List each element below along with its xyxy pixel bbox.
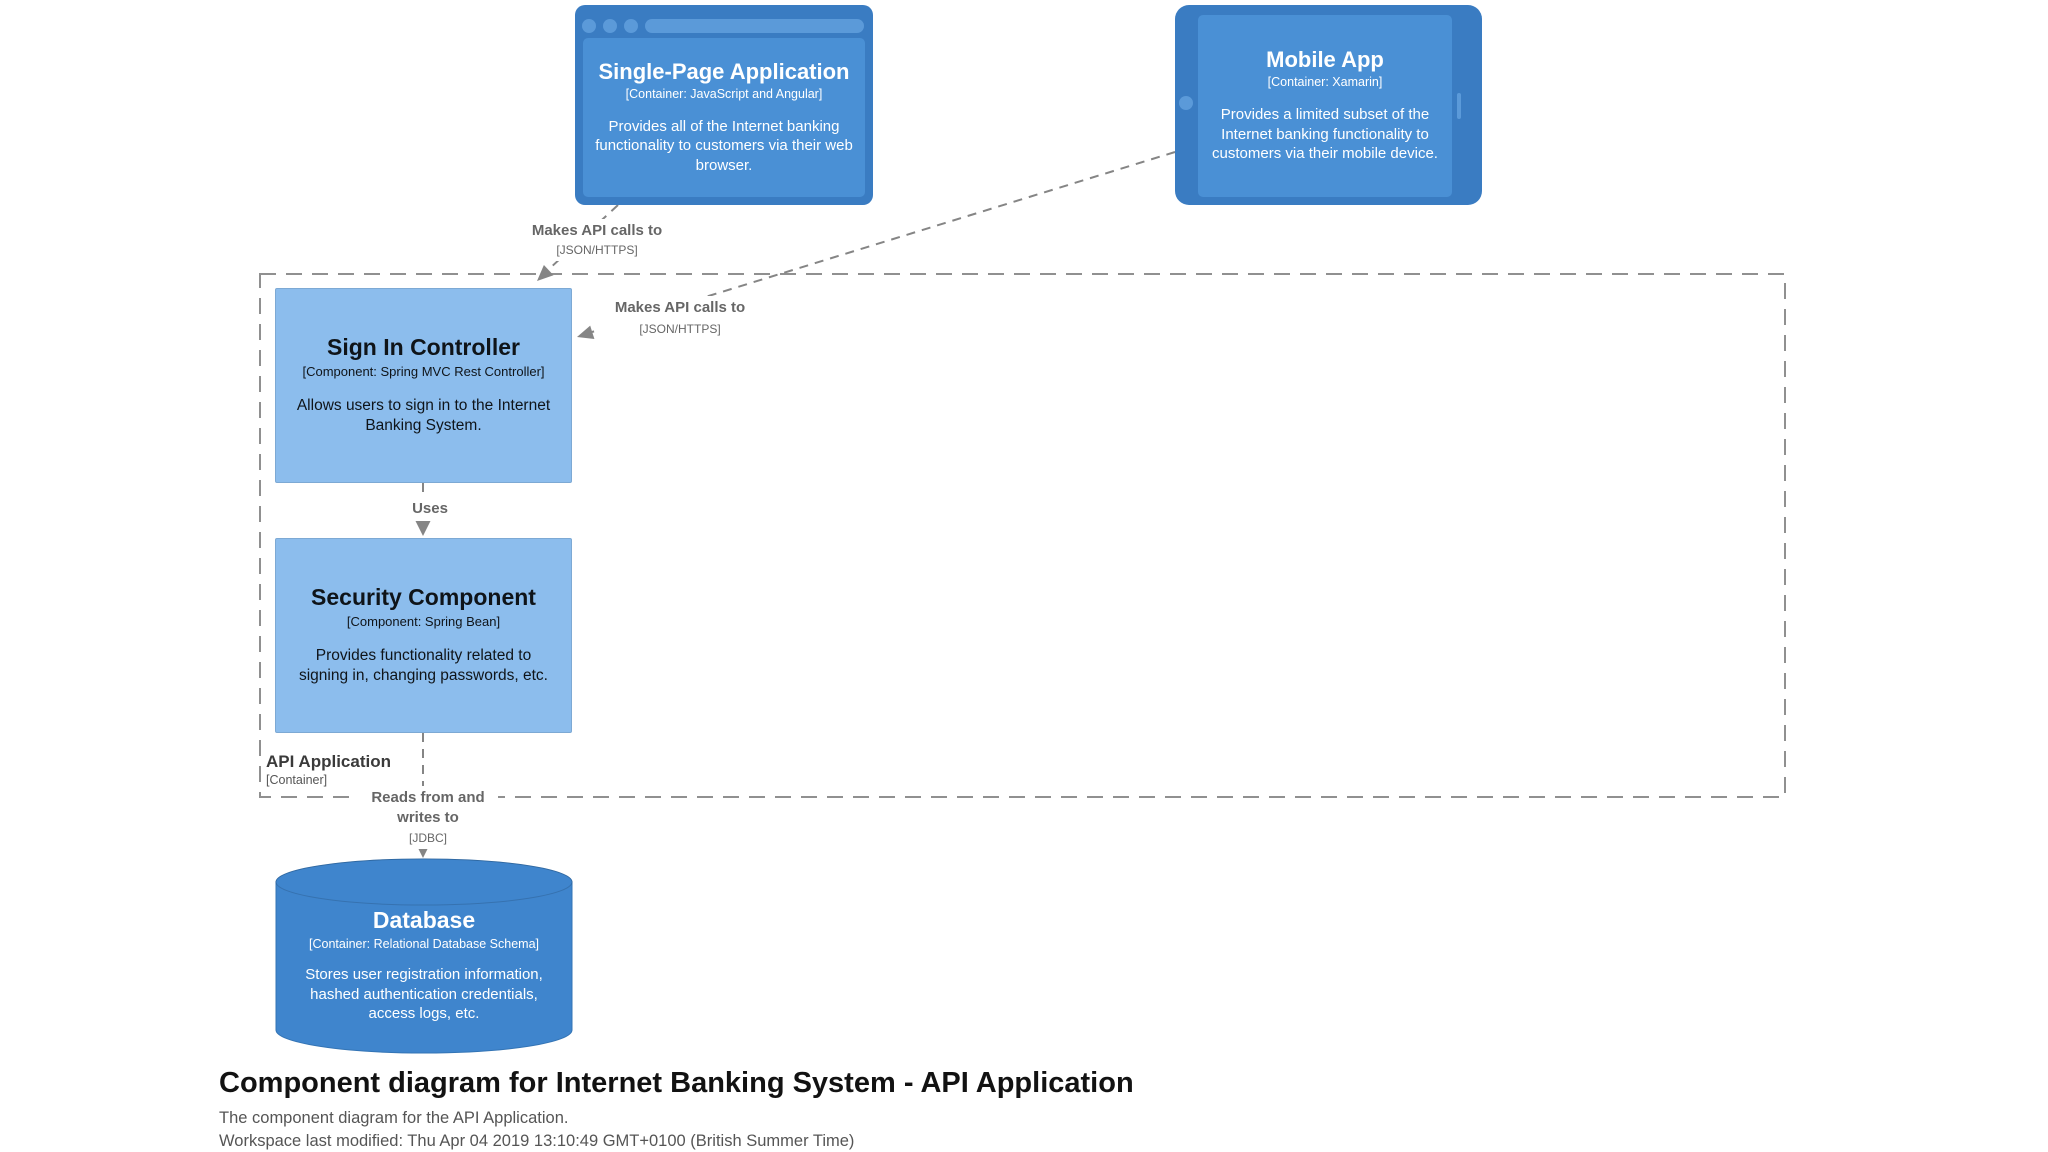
relationship-text: Makes API calls to [614, 299, 746, 316]
element-title: Mobile App [1266, 47, 1384, 73]
diagram-title: Component diagram for Internet Banking S… [219, 1067, 1134, 1099]
relationship-label-spa-to-signin: Makes API calls to [JSON/HTTPS] [505, 219, 689, 262]
element-description: Provides a limited subset of the Interne… [1212, 106, 1438, 163]
element-description: Provides all of the Internet banking fun… [595, 117, 853, 174]
element-database[interactable]: Database [Container: Relational Database… [275, 858, 573, 1054]
mobile-screen [1198, 15, 1452, 197]
element-metadata: [Component: Spring Bean] [346, 614, 501, 629]
boundary-metadata: [Container] [266, 773, 328, 788]
spa-to-signin-arrowhead [537, 265, 554, 281]
browser-viewport [583, 38, 865, 197]
element-description: Provides functionality related to signin… [298, 647, 548, 685]
home-button-icon [1179, 96, 1193, 110]
signin-to-security-arrowhead [415, 520, 431, 536]
element-sign-in-controller[interactable]: Sign In Controller [Component: Spring MV… [275, 288, 572, 483]
element-metadata: [Container: Xamarin] [1267, 75, 1383, 90]
mobile-to-signin-line [591, 151, 1176, 333]
api-application-boundary [259, 273, 1786, 798]
element-description: Allows users to sign in to the Internet … [296, 397, 551, 435]
workspace-last-modified: Workspace last modified: Thu Apr 04 2019… [219, 1132, 855, 1151]
relationship-text: Uses [412, 500, 448, 517]
element-title: Database [372, 907, 476, 934]
diagram-footer: Component diagram for Internet Banking S… [219, 1066, 1134, 1152]
element-metadata: [Container: Relational Database Schema] [309, 937, 539, 952]
browser-address-bar-icon [645, 19, 864, 33]
element-title: Single-Page Application [598, 58, 850, 84]
element-metadata: [Component: Spring MVC Rest Controller] [302, 364, 545, 379]
relationship-label-mobile-to-signin: Makes API calls to [JSON/HTTPS] [598, 296, 762, 344]
element-security-component[interactable]: Security Component [Component: Spring Be… [275, 538, 572, 733]
browser-button-icon [624, 19, 638, 33]
mobile-to-signin-arrowhead [577, 325, 595, 339]
relationship-label-security-to-database: Reads from and writes to [JDBC] [358, 786, 498, 849]
relationship-technology: [JSON/HTTPS] [639, 322, 721, 337]
browser-button-icon [603, 19, 617, 33]
relationship-technology: [JSON/HTTPS] [556, 243, 638, 258]
diagram-description: The component diagram for the API Applic… [219, 1108, 569, 1127]
element-mobile-app[interactable]: Mobile App [Container: Xamarin] Provides… [1175, 5, 1482, 205]
element-description: Stores user registration information, ha… [305, 966, 543, 1023]
speaker-icon [1457, 93, 1461, 119]
relationship-text: Makes API calls to [531, 222, 663, 239]
boundary-label: API Application [Container] [266, 752, 391, 789]
relationship-text: Reads from and writes to [371, 789, 485, 827]
boundary-name: API Application [266, 752, 391, 771]
database-cylinder-icon [275, 858, 573, 1054]
element-title: Security Component [311, 583, 536, 610]
element-title: Sign In Controller [327, 333, 520, 360]
element-metadata: [Container: JavaScript and Angular] [625, 86, 823, 101]
element-single-page-application[interactable]: Single-Page Application [Container: Java… [575, 5, 873, 205]
relationship-label-signin-to-security: Uses [393, 497, 467, 522]
relationship-technology: [JDBC] [408, 830, 447, 845]
browser-button-icon [582, 19, 596, 33]
